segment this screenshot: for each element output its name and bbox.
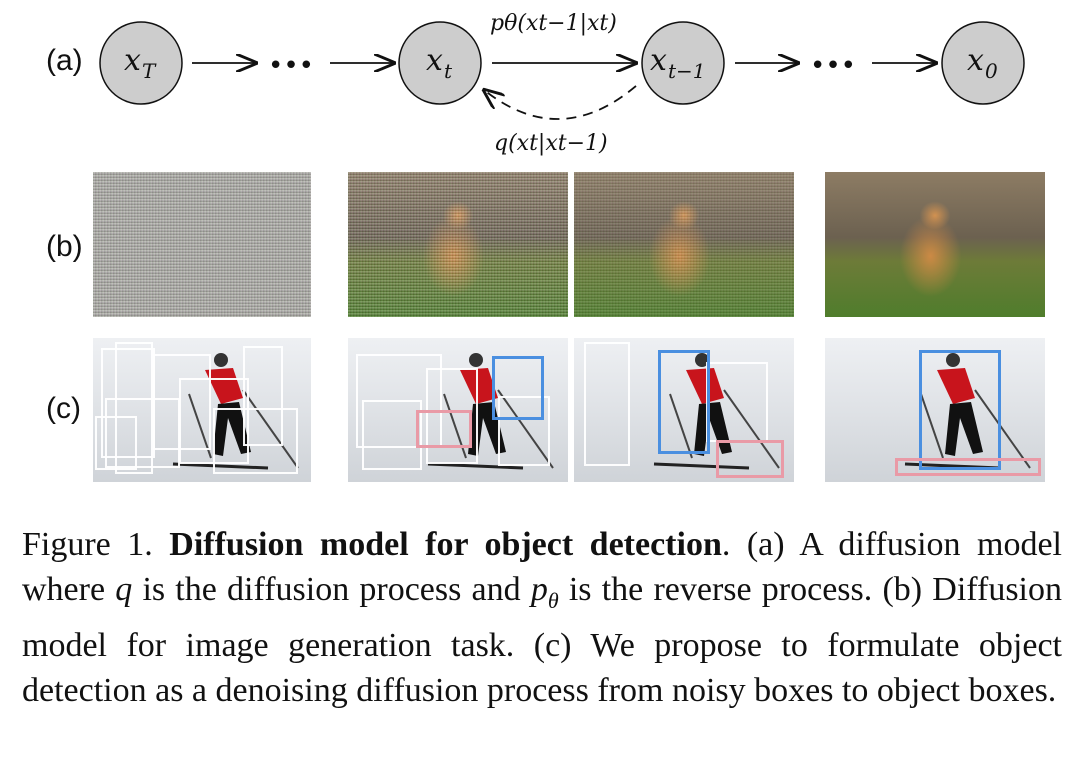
refined-box-pink <box>416 410 472 448</box>
partial-denoised-boxes-image-2 <box>574 338 794 482</box>
noisy-box <box>153 354 211 450</box>
svg-text:x: x <box>967 43 984 78</box>
reverse-process-label: pθ(xt−1|xt) <box>490 11 617 36</box>
svg-text:t: t <box>444 59 453 83</box>
noisy-boxes-image <box>93 338 311 482</box>
final-skis-box <box>895 458 1041 476</box>
svg-text:t−1: t−1 <box>668 59 706 83</box>
noisy-box <box>426 368 478 464</box>
node-xT: x T <box>99 21 183 105</box>
noisy-box <box>243 346 283 446</box>
diffusion-chain-diagram: x T x t x t−1 x 0 ••• ••• pθ(xt−1|xt) <box>99 11 1025 156</box>
noisy-box <box>95 416 137 470</box>
caption-title: Diffusion model for object detection <box>169 526 722 563</box>
figure-caption: Figure 1. Diffusion model for object det… <box>22 526 1062 709</box>
figure: (a) (b) (c) x T x t x t−1 x 0 <box>46 11 1045 482</box>
ellipsis-1: ••• <box>268 51 314 81</box>
noisy-box <box>498 396 550 466</box>
node-x0: x 0 <box>941 21 1025 105</box>
noisy-box <box>362 400 422 470</box>
row-label-a: (a) <box>46 44 83 77</box>
noisy-box <box>213 408 298 474</box>
detected-boxes-image <box>825 338 1045 482</box>
refined-box-blue <box>658 350 710 454</box>
svg-text:x: x <box>426 43 443 78</box>
noisy-cat-image-low <box>574 172 794 317</box>
row-label-b: (b) <box>46 230 83 263</box>
svg-text:x: x <box>124 43 141 78</box>
row-label-c: (c) <box>46 392 81 425</box>
clean-cat-image <box>825 172 1045 317</box>
svg-text:0: 0 <box>985 59 998 83</box>
svg-text:x: x <box>650 43 667 78</box>
forward-process-label: q(xt|xt−1) <box>494 131 608 156</box>
skier-figure <box>172 353 299 470</box>
svg-text:T: T <box>142 59 157 83</box>
node-xt: x t <box>398 21 482 105</box>
ellipsis-2: ••• <box>810 51 856 81</box>
caption-figure-number: Figure 1. <box>22 526 153 563</box>
noisy-box <box>584 342 630 466</box>
refined-box-blue <box>492 356 544 420</box>
forward-dashed-arrow <box>484 85 637 120</box>
noisy-box <box>115 342 153 474</box>
partial-denoised-boxes-image-1 <box>348 338 568 482</box>
skier-figure <box>653 353 780 470</box>
noisy-cat-image-high <box>348 172 568 317</box>
refined-box-pink <box>716 440 784 478</box>
noisy-box <box>706 362 768 442</box>
noisy-box <box>356 354 442 448</box>
noise-image <box>93 172 311 317</box>
node-xt-minus-1: x t−1 <box>641 21 725 105</box>
final-person-box <box>919 350 1001 470</box>
